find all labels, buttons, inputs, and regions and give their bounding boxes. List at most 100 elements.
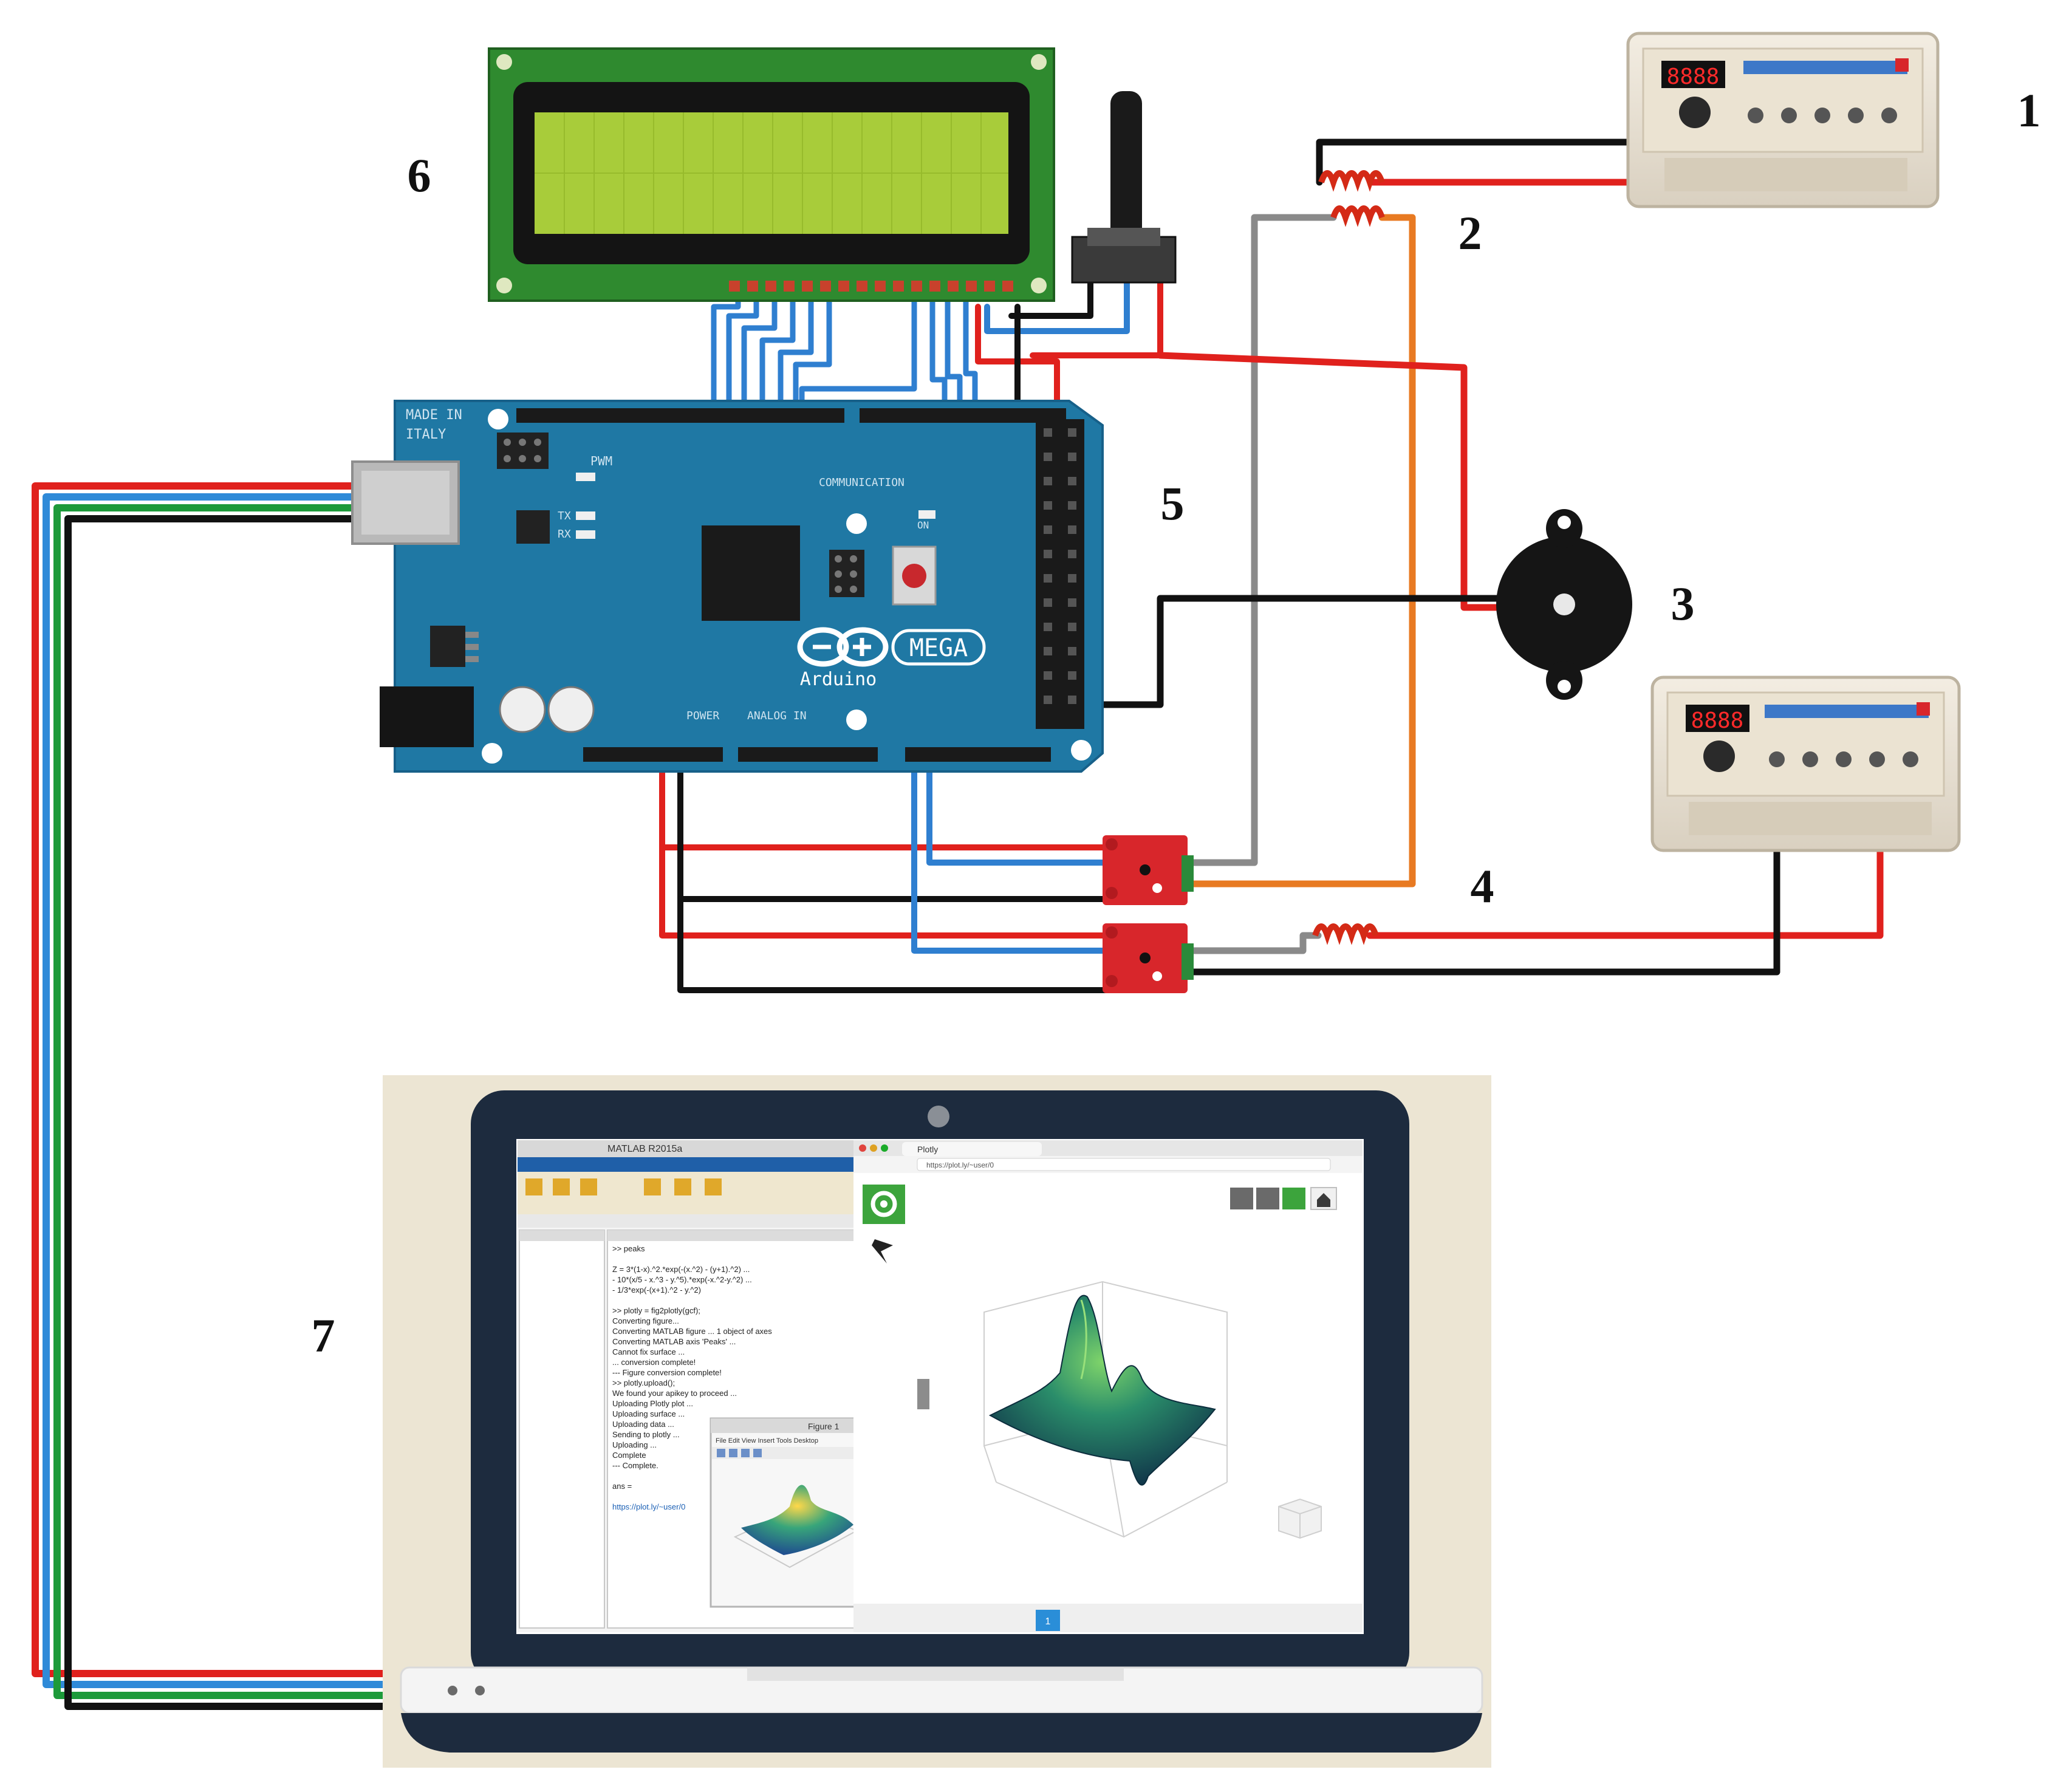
usb-wire-black [64, 515, 405, 1710]
pot-wire-red [1030, 279, 1163, 358]
buzzer-wire-black [1084, 595, 1504, 708]
console-line: ... conversion complete! [612, 1358, 696, 1367]
label-4: 4 [1471, 860, 1494, 912]
console-line: ans = [612, 1482, 632, 1491]
made-in-label: MADE IN [406, 408, 462, 423]
label-3: 3 [1671, 577, 1695, 630]
dc-jack [380, 686, 474, 747]
edit-icon [1230, 1188, 1253, 1209]
arduino-mega-board: MADE IN ITALY PWM TX RX COMMUNICATION ON… [351, 400, 1104, 773]
arduino-logo [797, 627, 889, 667]
console-line: >> plotly.upload(); [612, 1378, 675, 1387]
fork-icon [1282, 1188, 1305, 1209]
label-6: 6 [408, 149, 431, 202]
on-label: ON [917, 519, 929, 531]
buzzer-wire-red [1157, 352, 1507, 611]
lcd-grid [535, 112, 1008, 234]
console-line: https://plot.ly/~user/0 [612, 1502, 685, 1511]
sensor-module-a [1103, 835, 1194, 905]
digital-header [1036, 419, 1084, 729]
mod-wire-blue-b [911, 756, 1115, 954]
coil-wire-gray [1184, 214, 1337, 866]
cube-widget-icon [1278, 1498, 1322, 1539]
console-line: Cannot fix surface ... [612, 1347, 685, 1356]
surface-plot-3d [983, 1281, 1228, 1538]
lcd-module [488, 47, 1055, 302]
console-line: Complete [612, 1451, 646, 1460]
browser-tab: Plotly [917, 1144, 938, 1154]
browser-window: Plotly https://plot.ly/~user/0 [853, 1140, 1363, 1632]
mod-wire-black-a [677, 756, 1115, 902]
signal-generator-1: 8888 [1626, 32, 1940, 208]
communication-label: COMMUNICATION [819, 476, 905, 489]
console-line: Uploading Plotly plot ... [612, 1399, 693, 1408]
command-window-text: >> peaks Z = 3*(1-x).^2.*exp(-(x.^2) - (y… [612, 1244, 772, 1511]
console-line: >> peaks [612, 1244, 645, 1253]
label-1: 1 [2017, 84, 2041, 137]
coil-wire-orange [1184, 214, 1416, 887]
console-line: Converting MATLAB figure ... 1 object of… [612, 1327, 772, 1336]
label-2: 2 [1459, 207, 1482, 259]
rx-label: RX [558, 528, 571, 541]
label-7: 7 [312, 1309, 335, 1362]
potentiometer [1071, 91, 1177, 284]
console-line: Z = 3*(1-x).^2.*exp(-(x.^2) - (y+1).^2) … [612, 1265, 750, 1274]
laptop-bottom [401, 1713, 1482, 1753]
console-line: - 10*(x/5 - x.^3 - y.^5).*exp(-x.^2-y.^2… [612, 1275, 752, 1284]
browser-url: https://plot.ly/~user/0 [926, 1161, 994, 1169]
console-line: Uploading surface ... [612, 1409, 685, 1418]
page-indicator [1036, 1610, 1060, 1631]
console-line: Converting MATLAB axis 'Peaks' ... [612, 1337, 736, 1346]
laptop-panel: MATLAB R2015a >> peaks Z = 3*(1-x).^2.*ex… [383, 1075, 1491, 1768]
console-line: --- Complete. [612, 1461, 658, 1470]
signal-generator-2: 8888 [1650, 675, 1961, 852]
piezo-buzzer [1496, 509, 1632, 700]
capacitor [499, 686, 546, 733]
coil3-wire-gray [1184, 932, 1322, 954]
gen2-display: 8888 [1691, 708, 1744, 733]
console-line: We found your apikey to proceed ... [612, 1389, 737, 1398]
analog-in-label: ANALOG IN [747, 710, 807, 722]
power-label: POWER [686, 710, 719, 722]
pot-wire-blue [984, 279, 1130, 334]
arduino-brand-label: Arduino [800, 669, 877, 690]
console-line: >> plotly = fig2plotly(gcf); [612, 1306, 700, 1315]
embed-icon [1256, 1188, 1279, 1209]
console-line: Uploading data ... [612, 1420, 674, 1429]
figure-title: Figure 1 [808, 1421, 840, 1431]
microcontroller-chip [702, 525, 800, 621]
matlab-title: MATLAB R2015a [607, 1144, 682, 1154]
console-line: --- Figure conversion complete! [612, 1368, 722, 1377]
mod-wire-black-b [677, 896, 1115, 993]
mini-surface-plot [741, 1485, 853, 1555]
component-labels: 1 2 3 4 5 6 7 [312, 84, 2041, 1362]
pan-tool-icon [872, 1239, 893, 1264]
webcam [928, 1106, 949, 1127]
lcd-data-wires [711, 282, 978, 416]
mod-wire-blue-a [926, 756, 1115, 866]
sensor-module-b [1103, 923, 1194, 993]
matlab-figure-window: Figure 1 File Edit View Insert Tools Des… [710, 1417, 864, 1608]
console-line: Sending to plotly ... [612, 1430, 680, 1439]
console-line: - 1/3*exp(-(x+1).^2 - y.^2) [612, 1285, 701, 1294]
coil-pair [1318, 170, 1385, 227]
tx-label: TX [558, 510, 571, 522]
usb-wire-green [53, 504, 405, 1699]
country-label: ITALY [406, 427, 446, 442]
page-number: 1 [1045, 1616, 1051, 1627]
capacitor [547, 686, 595, 733]
gen1-display: 8888 [1667, 64, 1720, 89]
usb-wire-blue [43, 493, 405, 1688]
console-line: Uploading ... [612, 1440, 657, 1449]
coil-single [1312, 923, 1379, 945]
mega-label: MEGA [909, 634, 968, 662]
usb-wire-red [32, 482, 405, 1677]
pot-wire-black [1008, 279, 1093, 319]
figure-menu: File Edit View Insert Tools Desktop [716, 1437, 818, 1445]
mod-wire-red-b [659, 844, 1115, 939]
lcd-pin-header [729, 281, 1013, 292]
pwm-label: PWM [590, 454, 612, 468]
label-5: 5 [1161, 477, 1185, 530]
